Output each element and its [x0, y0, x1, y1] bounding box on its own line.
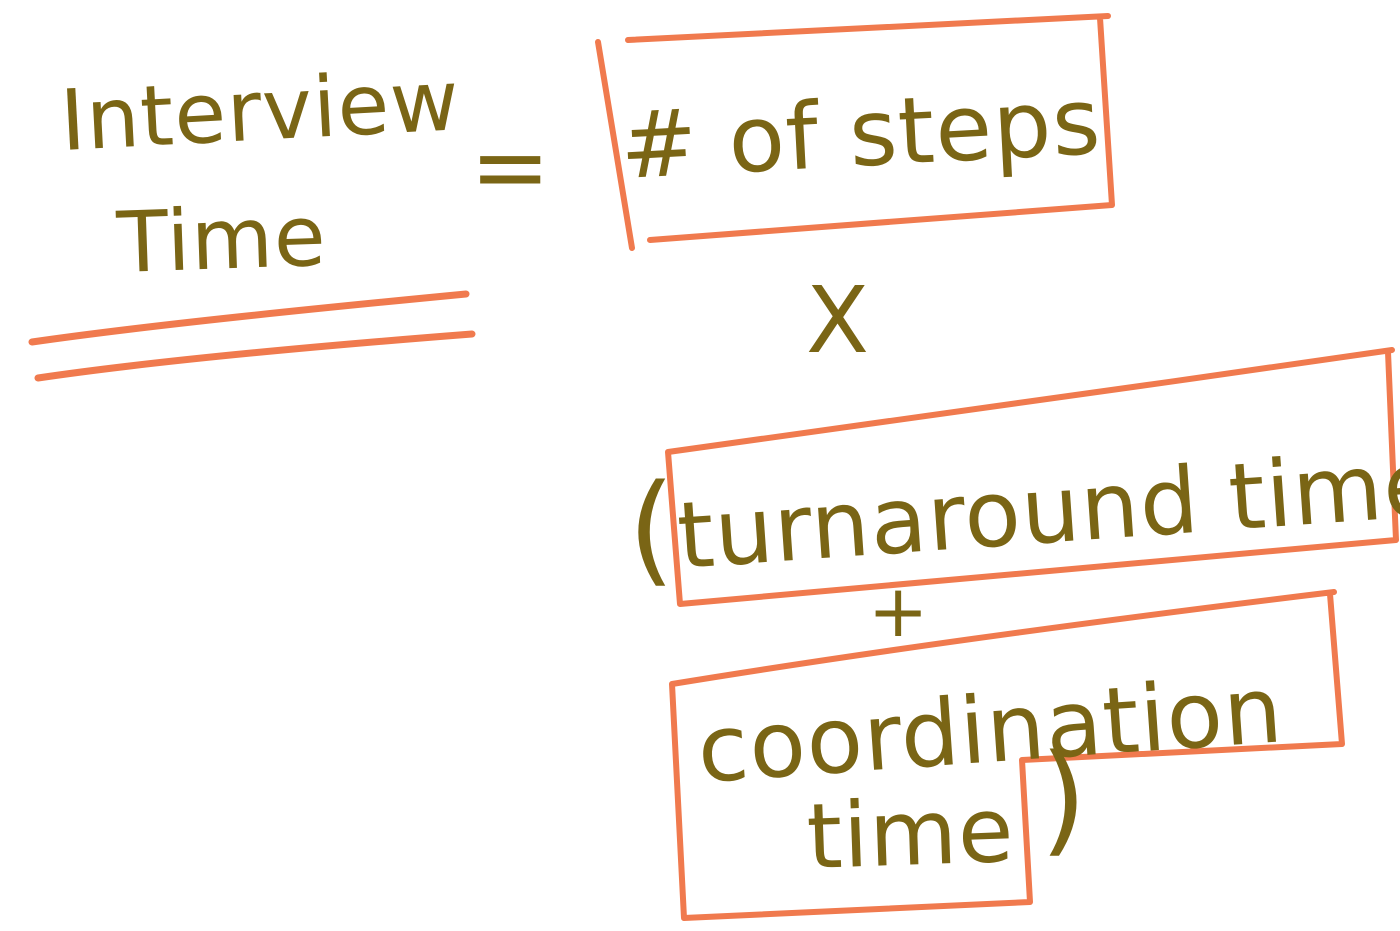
- turnaround-term-group: turnaround time: [665, 347, 1400, 607]
- steps-box: [595, 13, 1115, 251]
- close-paren: ): [1040, 730, 1088, 869]
- multiply-sign: X: [806, 267, 870, 374]
- turnaround-term-label: turnaround time: [674, 430, 1400, 590]
- lhs-interview-label: Interview: [58, 51, 462, 170]
- lhs-underline-top: [28, 290, 470, 346]
- turnaround-box: [665, 347, 1399, 607]
- lhs-underline-bottom: [34, 330, 476, 382]
- lhs-time-label: Time: [114, 187, 328, 292]
- coordination-box: [669, 589, 1345, 921]
- steps-term-label: # of steps: [618, 68, 1104, 200]
- plus-sign: +: [868, 569, 929, 653]
- lhs-group: Interview Time: [28, 51, 476, 382]
- equals-sign: =: [470, 111, 551, 223]
- open-paren: (: [628, 460, 676, 599]
- steps-term-group: # of steps: [595, 13, 1115, 251]
- coordination-term-group: coordination time: [669, 589, 1345, 921]
- coordination-time-label: time: [805, 778, 1016, 890]
